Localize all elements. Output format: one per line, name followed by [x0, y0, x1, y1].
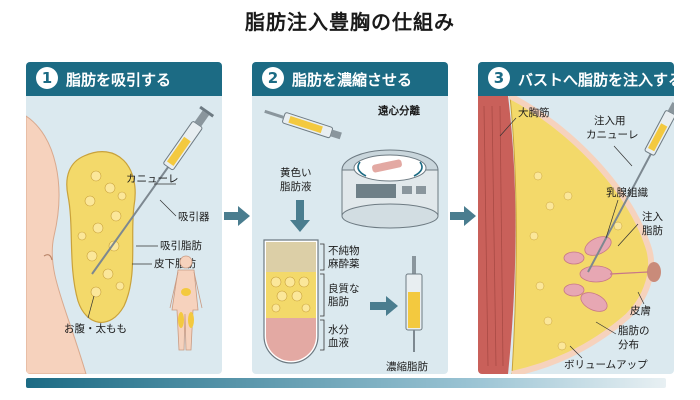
pectoral-muscle [478, 96, 516, 374]
panel-concentration: 2 脂肪を濃縮させる 黄色い 脂肪液 遠心分離 [252, 62, 448, 374]
down-arrow [290, 200, 310, 232]
centrifuge-machine [341, 149, 439, 229]
bottom-gradient-bar [26, 378, 666, 388]
injection-cannula [587, 147, 655, 273]
step-number: 2 [262, 67, 284, 89]
concentration-illustration: 黄色い 脂肪液 遠心分離 [263, 104, 439, 373]
label-water-line2: 血液 [328, 336, 349, 349]
label-impurities-line2: 麻酔薬 [328, 257, 360, 270]
label-skin: 皮膚 [630, 304, 651, 317]
syringe [644, 102, 674, 156]
torso-skin [26, 115, 87, 374]
label-mammary: 乳腺組織 [606, 186, 648, 199]
aspiration-illustration: カニューレ 吸引器 吸引脂肪 皮下脂肪 お腹・太もも [26, 105, 215, 374]
target-thigh-left [178, 312, 184, 328]
target-thigh-right [188, 312, 194, 328]
label-centrifuge: 遠心分離 [378, 104, 420, 117]
label-concentrated: 濃縮脂肪 [386, 360, 428, 373]
syringe-concentrated [405, 256, 423, 352]
fat-cells [529, 171, 623, 351]
injection-illustration: 大胸筋 注入用 カニューレ 乳腺組織 注入 脂肪 皮膚 脂肪の 分布 ボリューム… [478, 96, 674, 374]
panel-heading: 脂肪を濃縮させる [292, 71, 413, 89]
page-title: 脂肪注入豊胸の仕組み [245, 10, 455, 34]
nipple [647, 262, 661, 282]
panel-aspiration: 1 脂肪を吸引する カニューレ [26, 62, 222, 374]
label-yellow-fat-line1: 黄色い [280, 166, 312, 179]
label-quality-line1: 良質な [328, 282, 360, 295]
panel-header: 1 脂肪を吸引する [26, 62, 222, 96]
next-step-arrow [224, 206, 250, 226]
label-fat-line2: 分布 [618, 339, 639, 351]
cannula [91, 155, 177, 275]
panel-heading: 脂肪を吸引する [66, 71, 172, 89]
leader-lines [499, 117, 645, 359]
panel-header: 2 脂肪を濃縮させる [252, 62, 448, 96]
label-site: お腹・太もも [64, 322, 127, 335]
label-cannula-line2: カニューレ [586, 129, 639, 141]
syringe [163, 105, 215, 171]
fat-cells [77, 170, 127, 298]
label-impurities-line1: 不純物 [328, 244, 360, 257]
label-volume: ボリュームアップ [564, 359, 648, 371]
tube-brackets [320, 243, 325, 351]
muscle-fibers [483, 105, 504, 367]
label-aspirator: 吸引器 [178, 210, 210, 223]
step-number: 3 [488, 67, 510, 89]
syringe [264, 109, 342, 140]
test-tube [263, 239, 319, 364]
panel-injection: 3 バストへ脂肪を注入する [478, 62, 674, 374]
label-cannula-line1: 注入用 [594, 114, 626, 127]
body-figure-icon [169, 255, 203, 351]
target-abdomen [181, 288, 191, 296]
label-injected-line1: 注入 [642, 210, 663, 223]
right-arrow [370, 296, 398, 316]
next-step-arrow [450, 206, 476, 226]
step-number: 1 [36, 67, 58, 89]
label-cannula: カニューレ [126, 173, 179, 185]
label-yellow-fat-line2: 脂肪液 [280, 180, 312, 193]
label-pectoral: 大胸筋 [518, 106, 550, 119]
navel [43, 254, 53, 261]
label-water-line1: 水分 [328, 324, 349, 336]
label-fat-line1: 脂肪の [618, 324, 650, 337]
label-injected-line2: 脂肪 [642, 224, 663, 237]
label-aspirated-fat: 吸引脂肪 [160, 239, 202, 252]
label-quality-line2: 脂肪 [328, 295, 349, 308]
panel-header: 3 バストへ脂肪を注入する [478, 62, 674, 96]
leader-lines [87, 183, 177, 319]
panel-heading: バストへ脂肪を注入する [518, 71, 674, 89]
